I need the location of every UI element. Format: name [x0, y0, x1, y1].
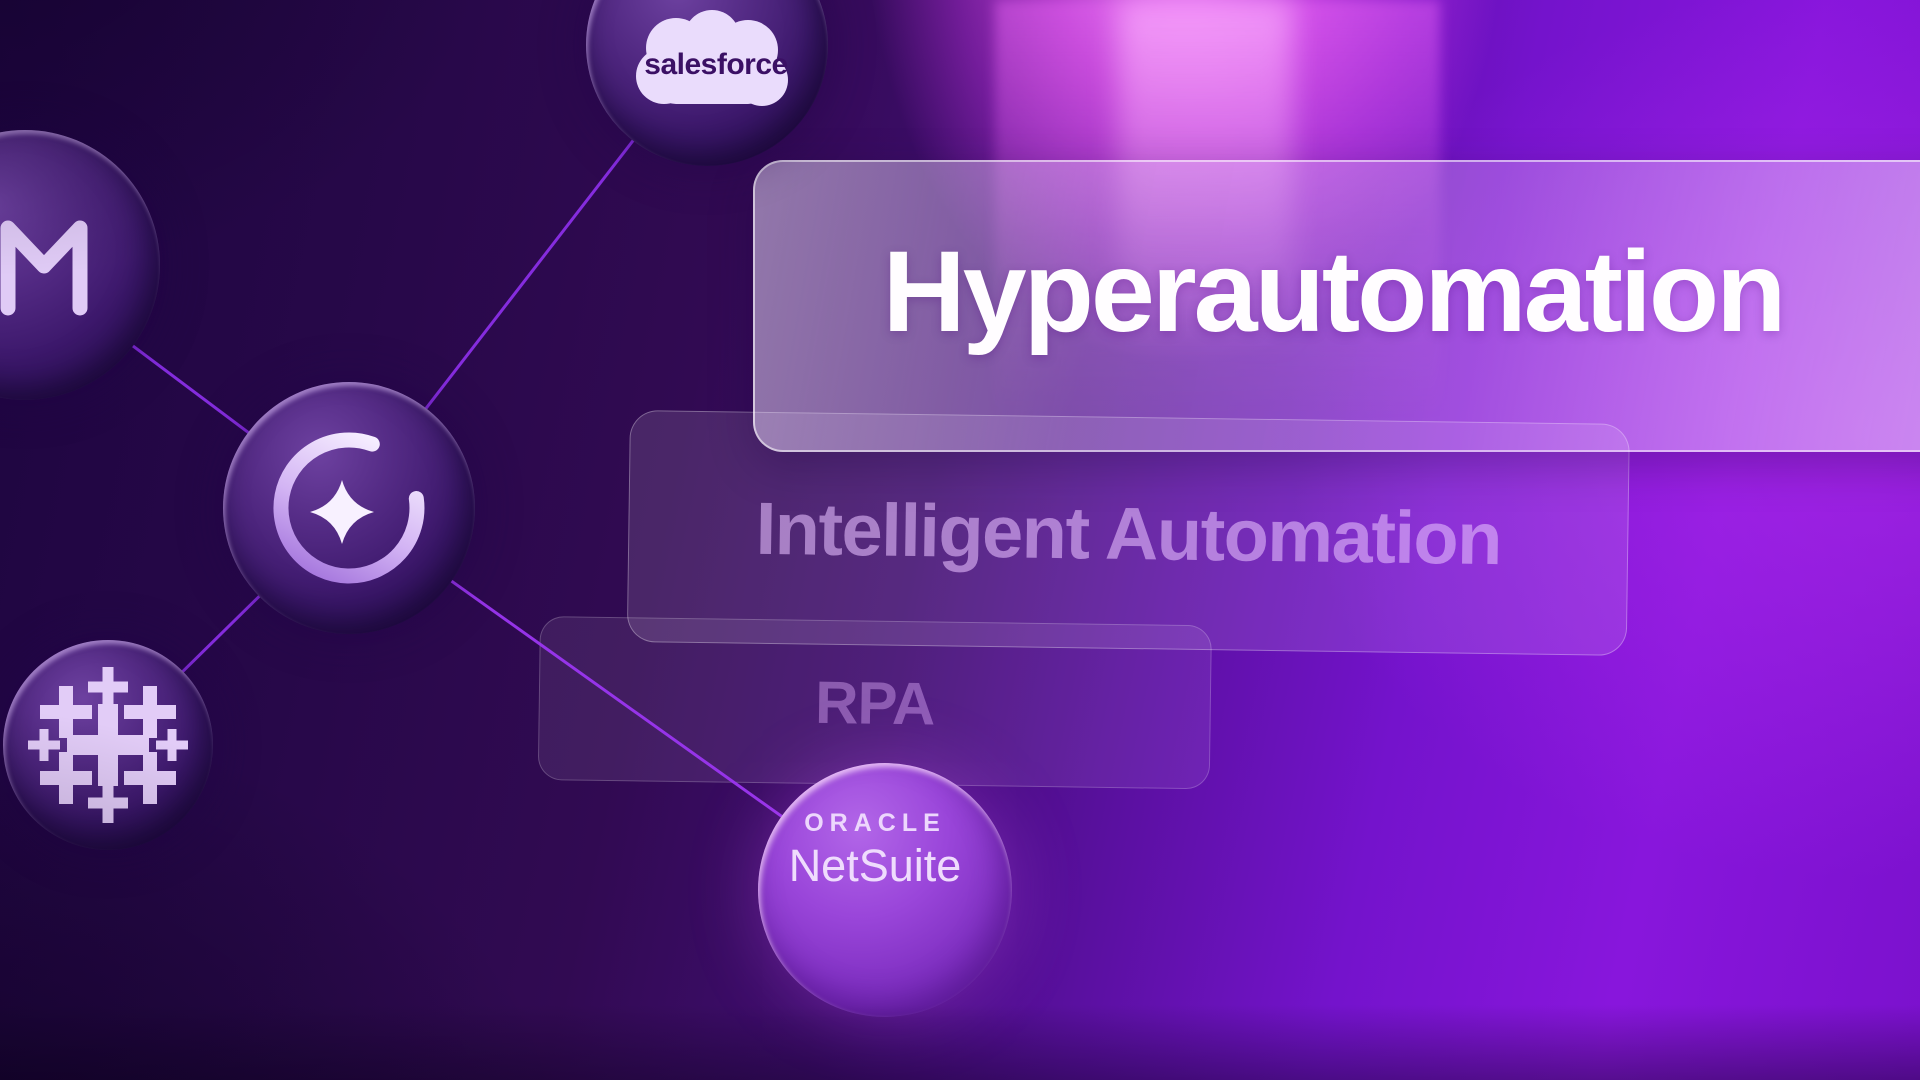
tableau-crosses-icon	[28, 667, 188, 823]
intelligent-automation-label: Intelligent Automation	[755, 486, 1502, 580]
hyperautomation-title: Hyperautomation	[882, 228, 1787, 356]
rpa-label: RPA	[814, 668, 935, 738]
salesforce-node: salesforce	[586, 0, 828, 166]
netsuite-node: ORACLE NetSuite	[758, 763, 1012, 1017]
gmail-node	[0, 130, 160, 400]
salesforce-wordmark: salesforce	[644, 48, 787, 81]
netsuite-wordmark: NetSuite	[788, 840, 962, 891]
ai-core-node	[223, 382, 475, 634]
salesforce-cloud-icon: salesforce	[636, 10, 788, 106]
gmail-m-icon	[0, 220, 88, 316]
ai-sparkle-ring-icon	[273, 432, 425, 584]
oracle-wordmark: ORACLE	[804, 809, 946, 837]
tableau-node	[3, 640, 213, 850]
hyperautomation-panel: Hyperautomation	[753, 160, 1920, 452]
